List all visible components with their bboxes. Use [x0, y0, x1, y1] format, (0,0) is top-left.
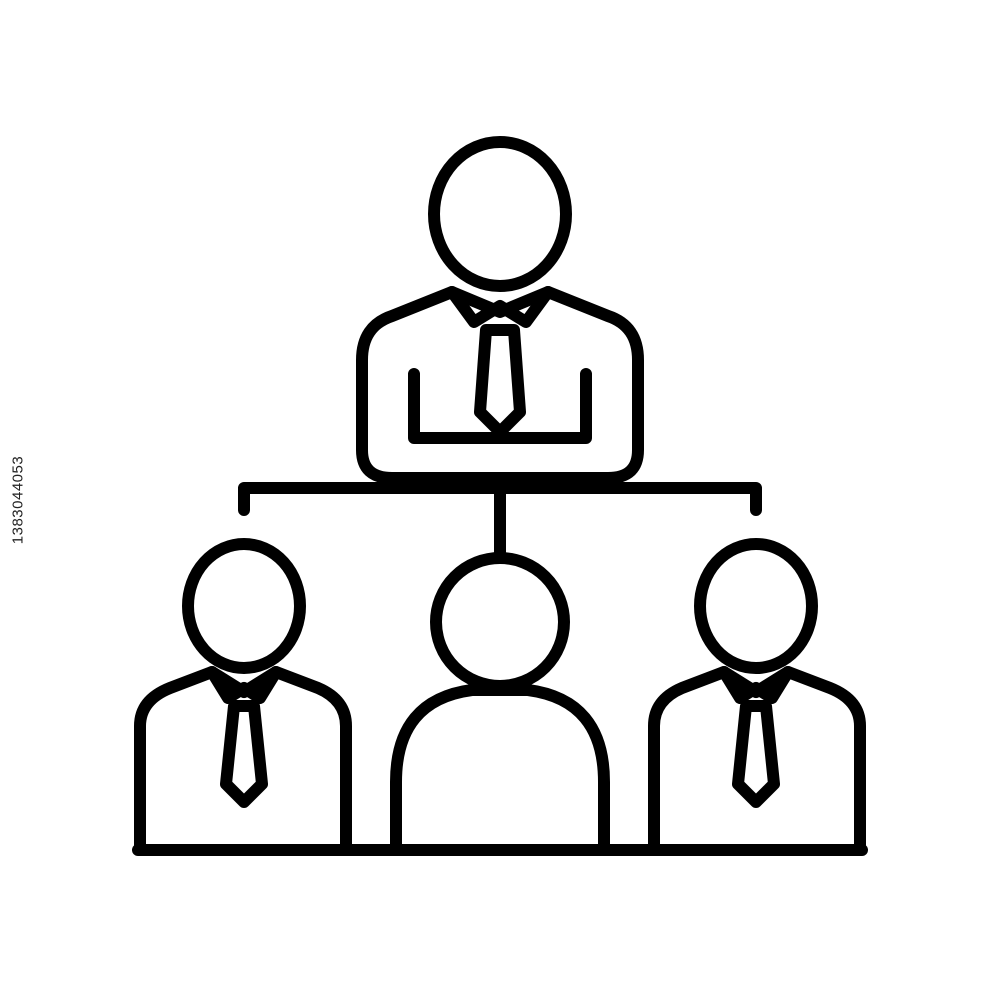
- employee-right-body: [648, 666, 866, 856]
- employee-left-tie: [220, 700, 268, 808]
- manager-head: [428, 136, 572, 292]
- manager-body: [356, 286, 644, 484]
- stock-id-text: 1383044053: [9, 455, 27, 545]
- employee-right-tie: [732, 700, 780, 808]
- employee-right-head: [694, 538, 818, 674]
- employee-left-icon: [134, 538, 352, 856]
- connector-lines: [238, 482, 762, 558]
- employee-left-head: [182, 538, 306, 674]
- employee-center-head: [430, 552, 570, 692]
- manager-tie: [474, 324, 526, 438]
- employee-left-body: [134, 666, 352, 856]
- employee-center-body: [390, 684, 610, 856]
- employee-right-collar: [718, 666, 794, 704]
- manager-collar: [446, 286, 554, 328]
- manager-icon: [356, 136, 644, 484]
- manager-arms: [408, 368, 592, 444]
- employee-center-icon: [390, 552, 610, 856]
- employee-right-icon: [648, 538, 866, 856]
- employee-left-collar: [206, 666, 282, 704]
